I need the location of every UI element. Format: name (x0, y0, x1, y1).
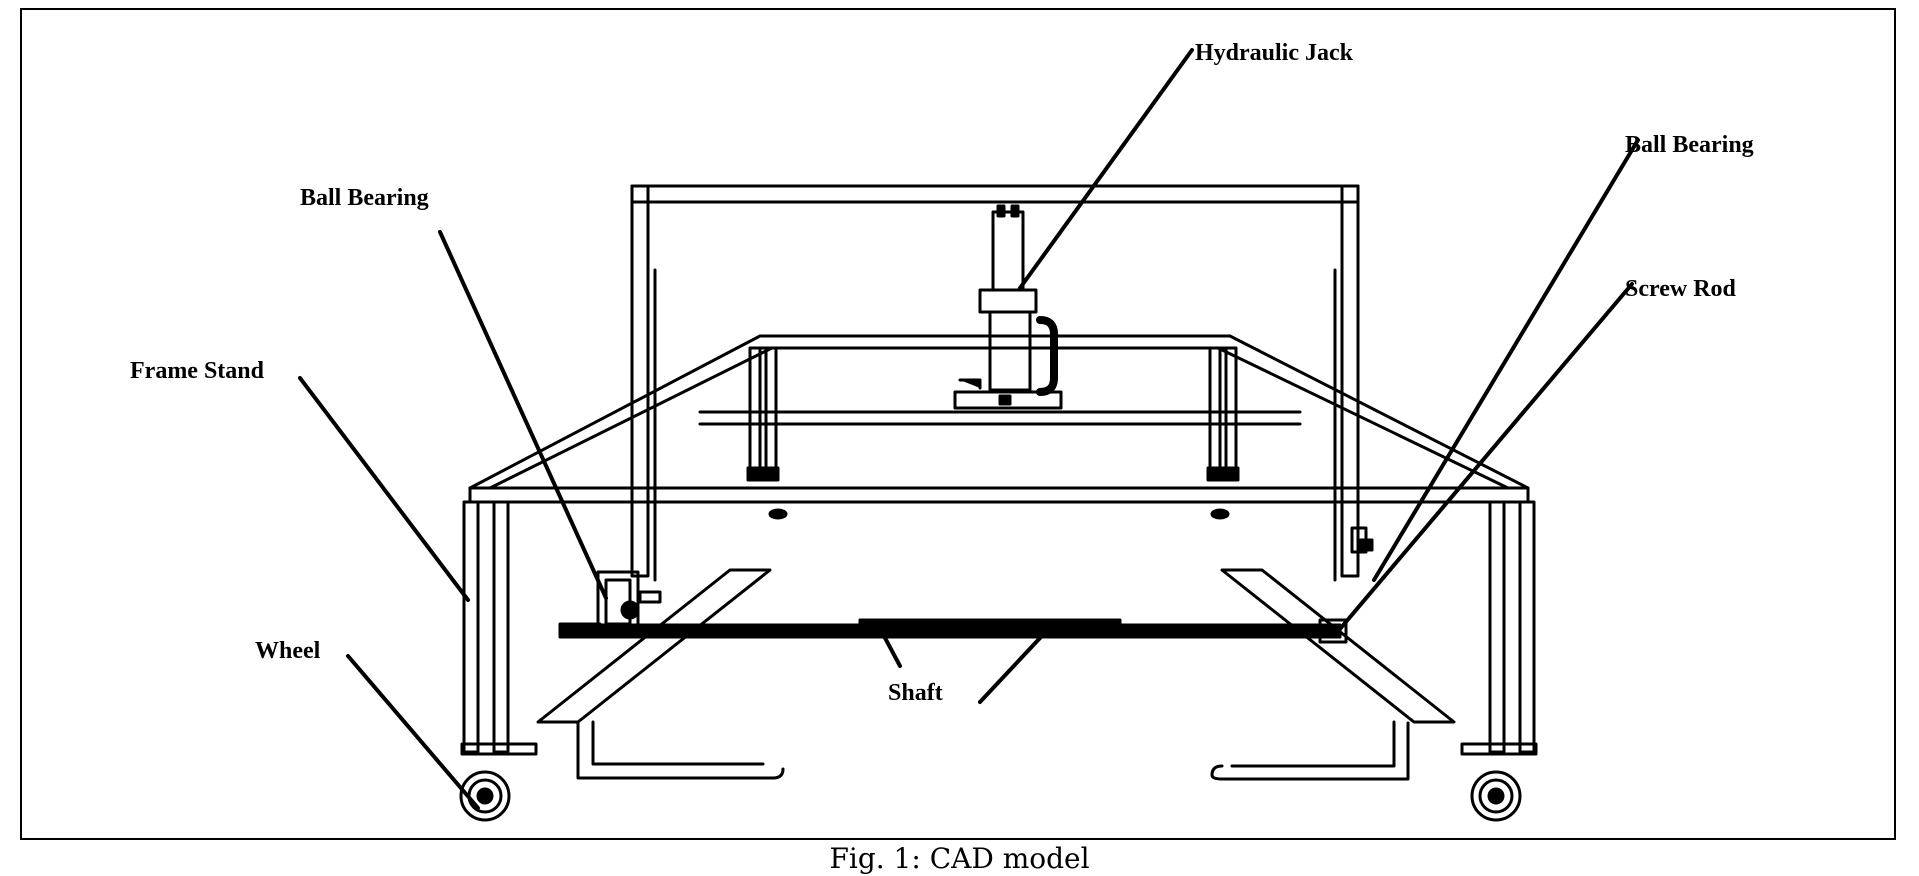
figure-frame (20, 8, 1896, 840)
leader-frame-stand (298, 376, 470, 602)
wheel-left (459, 742, 538, 822)
label-ball-bearing-right: Ball Bearing (1625, 132, 1754, 158)
leader-screw-rod (1332, 282, 1634, 638)
inner-uprights (746, 346, 1240, 520)
gantry-frame (630, 184, 1360, 582)
label-ball-bearing-left: Ball Bearing (300, 185, 429, 211)
leader-wheel (346, 654, 480, 810)
leader-ball-bearing-right (1372, 138, 1640, 582)
shaft-assembly (558, 618, 1348, 644)
label-shaft: Shaft (888, 680, 943, 706)
lift-arm-right (1210, 568, 1456, 781)
leader-hydraulic-jack (1018, 48, 1194, 290)
bearing-block-left (558, 570, 662, 636)
label-hydraulic-jack: Hydraulic Jack (1195, 40, 1354, 66)
frame-stand (462, 500, 1536, 754)
platform-frame (468, 334, 1530, 504)
label-wheel: Wheel (255, 638, 321, 664)
leader-shaft-1 (882, 634, 902, 668)
cad-model-diagram: Hydraulic Jack Ball Bearing Ball Bearing… (130, 40, 1754, 822)
bearing-block-right (1350, 526, 1374, 554)
wheel-right (1460, 742, 1538, 822)
leader-shaft-2 (978, 636, 1042, 704)
hydraulic-jack (953, 204, 1063, 410)
lift-arm-left (536, 568, 785, 780)
figure-caption: Fig. 1: CAD model (829, 842, 1090, 875)
label-frame-stand: Frame Stand (130, 358, 265, 384)
leader-ball-bearing-left (438, 230, 608, 600)
label-screw-rod: Screw Rod (1625, 276, 1737, 302)
